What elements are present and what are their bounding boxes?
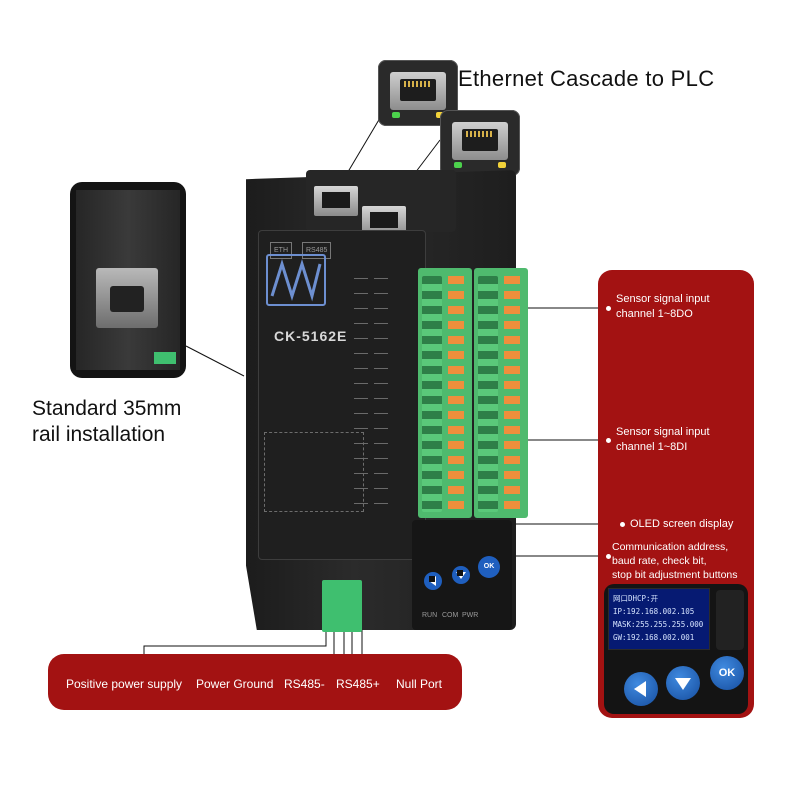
rail-text-line2: rail installation [32,423,166,446]
ok-button-large[interactable]: OK [710,656,744,690]
device-model: CK-5162E [274,328,348,344]
rs485-port-label: RS485 [302,242,332,259]
callout-do: Sensor signal input channel 1~8DO [616,292,710,322]
callout-oled: OLED screen display [630,518,734,530]
run-led-label: RUN [422,612,438,619]
terminal-block-di [474,268,528,518]
rail-text-line1: Standard 35mm [32,397,182,420]
callout-di: Sensor signal input channel 1~8DI [616,425,710,455]
bottom-callout-panel [48,654,462,710]
device-control-area: OK RUN COM PWR [412,520,512,630]
callout-do-line2: channel 1~8DO [616,308,693,320]
oled-closeup: 网口DHCP:开 IP:192.168.002.105 MASK:255.255… [604,584,748,714]
label-rs485-plus: RS485+ [336,677,380,691]
label-positive-power: Positive power supply [66,677,183,691]
pwr-led-label: PWR [462,612,479,619]
brand-logo [266,254,326,306]
eth-port-label: ETH [270,242,292,259]
ethernet-port-closeup-2 [440,110,520,176]
power-terminal-plug [322,580,362,632]
label-rs485-minus: RS485- [284,677,325,691]
oled-line-mask: MASK:255.255.255.000 [613,620,704,629]
left-arrow-button-icon[interactable] [624,672,658,706]
callout-buttons: Communication address, baud rate, check … [612,540,738,582]
label-null-port: Null Port [396,677,443,691]
down-arrow-button-icon[interactable] [666,666,700,700]
rail-installation-text: Standard 35mm rail installation [32,396,181,448]
callout-buttons-line2: baud rate, check bit, [612,555,707,567]
oled-line-dhcp: 网口DHCP:开 [613,594,659,603]
label-power-ground: Power Ground [196,677,274,691]
io-module-device: ETH RS485 CK-5162E OK RUN COM PWR [236,170,528,632]
com-led-label: COM [442,612,459,619]
wiring-schematic [264,432,364,512]
oled-line-gw: GW:192.168.002.001 [613,633,695,642]
terminal-block-do [418,268,472,518]
down-button-icon[interactable] [452,566,470,584]
callout-buttons-line3: stop bit adjustment buttons [612,569,738,581]
oled-screen: 网口DHCP:开 IP:192.168.002.105 MASK:255.255… [608,588,710,650]
callout-buttons-line1: Communication address, [612,541,729,553]
ethernet-port-1 [314,186,358,216]
callout-do-line1: Sensor signal input [616,293,710,305]
rail-mount-photo [70,182,186,378]
callout-di-line1: Sensor signal input [616,426,710,438]
ok-button[interactable]: OK [478,556,500,578]
left-button-icon[interactable] [424,572,442,590]
oled-line-ip: IP:192.168.002.105 [613,607,695,616]
callout-di-line2: channel 1~8DI [616,441,688,453]
ethernet-title: Ethernet Cascade to PLC [458,66,715,91]
